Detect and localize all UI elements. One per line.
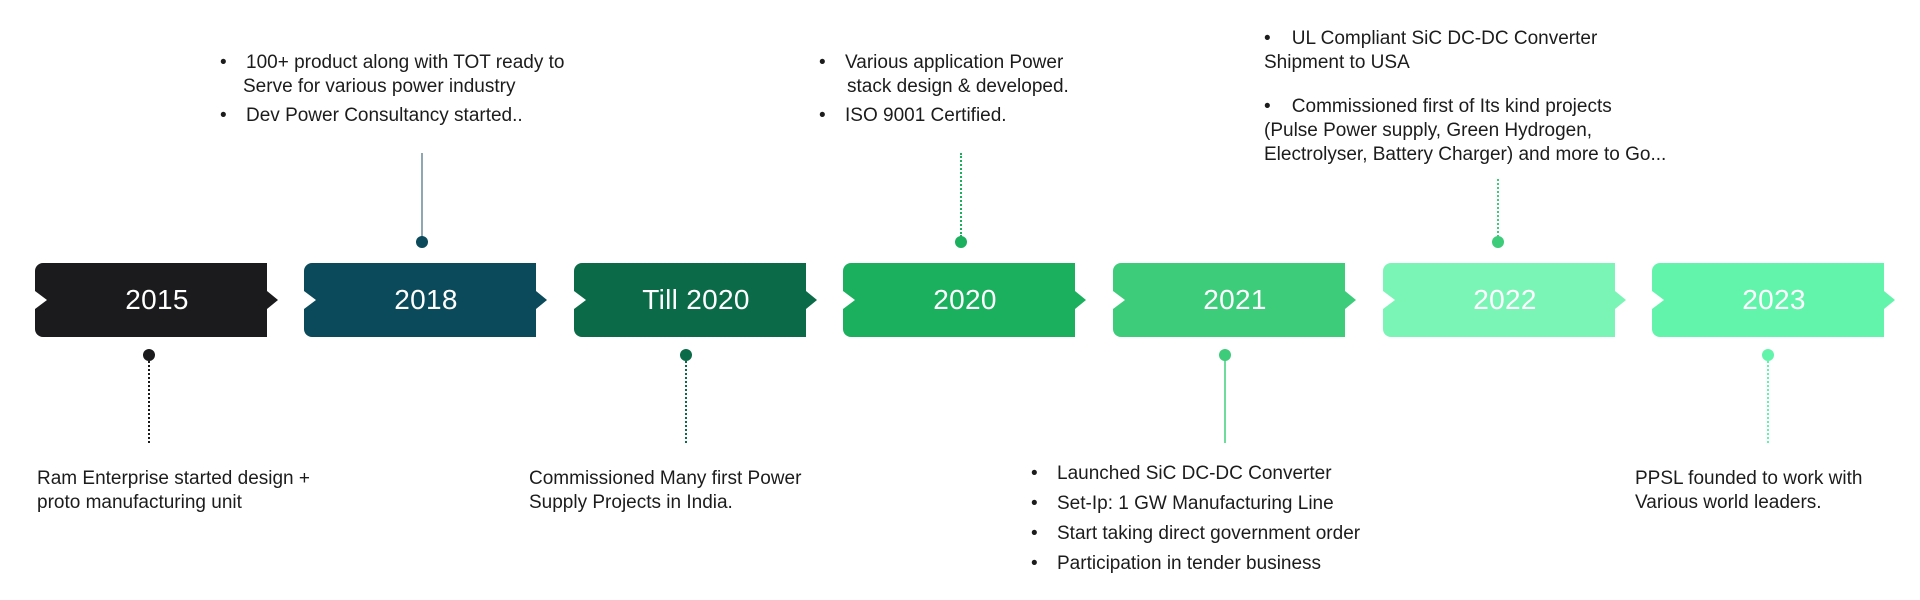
stage-2015: 2015 bbox=[35, 263, 278, 337]
note-bullet: • Start taking direct government order bbox=[1029, 522, 1360, 546]
note-bullet: • Set-Ip: 1 GW Manufacturing Line bbox=[1029, 492, 1360, 516]
note-line-text: Commissioned first of Its kind projects bbox=[1291, 96, 1612, 117]
stage-2018: 2018 bbox=[304, 263, 547, 337]
note-line: 100+ product along with TOT ready to bbox=[246, 52, 565, 73]
note-line: Electrolyser, Battery Charger) and more … bbox=[1264, 144, 1667, 165]
note-line: (Pulse Power supply, Green Hydrogen, bbox=[1264, 120, 1593, 141]
stage-label: 2021 bbox=[1203, 284, 1267, 315]
bullet-icon: • bbox=[1264, 28, 1292, 49]
note-line: Shipment to USA bbox=[1264, 52, 1410, 73]
note-line: stack design & developed. bbox=[847, 76, 1069, 97]
connector-line-2023 bbox=[1767, 361, 1769, 443]
note-bullet: • Participation in tender business bbox=[1029, 552, 1360, 576]
stage-2023: 2023 bbox=[1652, 263, 1895, 337]
note-line: • UL Compliant SiC DC-DC Converter bbox=[1264, 27, 1666, 51]
note-line: Participation in tender business bbox=[1057, 553, 1322, 574]
note-line: Launched SiC DC-DC Converter bbox=[1057, 463, 1332, 484]
note-gap bbox=[1264, 75, 1666, 95]
stage-2022: 2022 bbox=[1383, 263, 1626, 337]
stage-label: 2023 bbox=[1742, 284, 1806, 315]
stage-label: 2015 bbox=[125, 284, 189, 315]
note-line: Start taking direct government order bbox=[1057, 523, 1361, 544]
note-2018: • 100+ product along with TOT ready to S… bbox=[218, 51, 564, 128]
note-2022: • UL Compliant SiC DC-DC Converter Shipm… bbox=[1264, 27, 1666, 167]
connector-line-till-2020 bbox=[685, 361, 687, 443]
note-2015: Ram Enterprise started design + proto ma… bbox=[37, 467, 310, 515]
bullet-icon: • bbox=[1031, 523, 1038, 544]
note-2021: • Launched SiC DC-DC Converter • Set-Ip:… bbox=[1029, 462, 1360, 576]
note-till-2020: Commissioned Many first Power Supply Pro… bbox=[529, 467, 801, 515]
note-line: Supply Projects in India. bbox=[529, 492, 733, 513]
connector-line-2018 bbox=[421, 153, 423, 237]
note-line-text: UL Compliant SiC DC-DC Converter bbox=[1291, 28, 1598, 49]
note-2020: • Various application Power stack design… bbox=[817, 51, 1069, 128]
stage-label: 2018 bbox=[394, 284, 458, 315]
connector-dot-2018 bbox=[416, 236, 428, 248]
connector-line-2015 bbox=[148, 361, 150, 443]
bullet-icon: • bbox=[819, 105, 826, 126]
connector-dot-2022 bbox=[1492, 236, 1504, 248]
stage-label: Till 2020 bbox=[642, 284, 750, 315]
note-line: Set-Ip: 1 GW Manufacturing Line bbox=[1057, 493, 1334, 514]
note-bullet: • Dev Power Consultancy started.. bbox=[218, 104, 564, 128]
note-line: ISO 9001 Certified. bbox=[845, 105, 1007, 126]
bullet-icon: • bbox=[220, 52, 227, 73]
bullet-icon: • bbox=[1031, 463, 1038, 484]
bullet-icon: • bbox=[1264, 96, 1292, 117]
note-line: • Commissioned first of Its kind project… bbox=[1264, 95, 1666, 119]
note-line: Various application Power bbox=[845, 52, 1064, 73]
note-2023: PPSL founded to work with Various world … bbox=[1635, 467, 1862, 515]
stage-2021: 2021 bbox=[1113, 263, 1356, 337]
connector-dot-2015 bbox=[143, 349, 155, 361]
note-line: PPSL founded to work with bbox=[1635, 468, 1863, 489]
bullet-icon: • bbox=[1031, 553, 1038, 574]
note-bullet: • Various application Power stack design… bbox=[817, 51, 1069, 99]
stage-till-2020: Till 2020 bbox=[574, 263, 817, 337]
note-line: Ram Enterprise started design + bbox=[37, 468, 310, 489]
connector-line-2022 bbox=[1497, 179, 1499, 237]
bullet-icon: • bbox=[1031, 493, 1038, 514]
note-line: Serve for various power industry bbox=[243, 76, 516, 97]
connector-dot-till-2020 bbox=[680, 349, 692, 361]
stage-label: 2022 bbox=[1473, 284, 1537, 315]
connector-line-2021 bbox=[1224, 361, 1226, 443]
connector-dot-2021 bbox=[1219, 349, 1231, 361]
note-line: Dev Power Consultancy started.. bbox=[246, 105, 523, 126]
note-bullet: • ISO 9001 Certified. bbox=[817, 104, 1069, 128]
stage-2020: 2020 bbox=[843, 263, 1086, 337]
note-bullet: • Launched SiC DC-DC Converter bbox=[1029, 462, 1360, 486]
stage-label: 2020 bbox=[933, 284, 997, 315]
connector-line-2020 bbox=[960, 153, 962, 237]
note-line: Commissioned Many first Power bbox=[529, 468, 802, 489]
bullet-icon: • bbox=[220, 105, 227, 126]
note-bullet: • 100+ product along with TOT ready to S… bbox=[218, 51, 564, 99]
connector-dot-2023 bbox=[1762, 349, 1774, 361]
connector-dot-2020 bbox=[955, 236, 967, 248]
note-line: Various world leaders. bbox=[1635, 492, 1822, 513]
note-line: proto manufacturing unit bbox=[37, 492, 242, 513]
bullet-icon: • bbox=[819, 52, 826, 73]
